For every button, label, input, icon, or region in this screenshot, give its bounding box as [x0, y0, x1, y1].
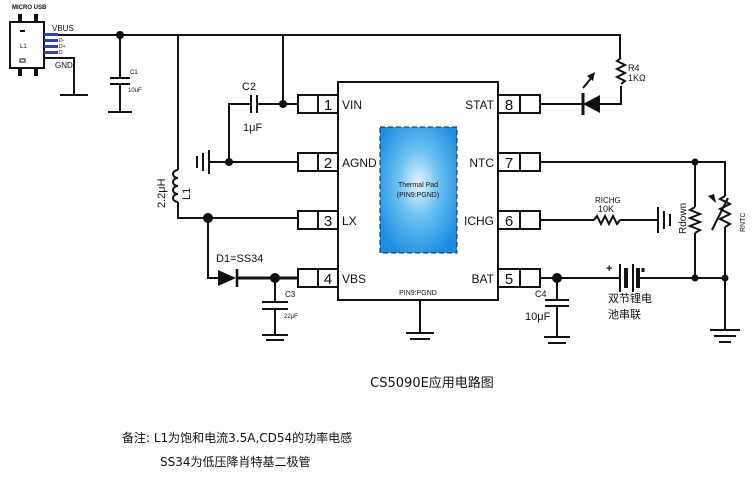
- capacitor-c3: C3 22μF: [262, 278, 298, 341]
- pin-number: 6: [505, 213, 513, 230]
- svg-text:R4: R4: [628, 63, 640, 73]
- svg-text:10K: 10K: [598, 204, 614, 214]
- svg-text:RICHG: RICHG: [595, 196, 621, 205]
- svg-text:C1: C1: [130, 70, 138, 76]
- vbus-label: VBUS: [52, 24, 74, 33]
- thermistor-rntc: [717, 195, 733, 228]
- note-line-1: 备注: L1为饱和电流3.5A,CD54的功率电感: [122, 430, 352, 445]
- svg-text:1μF: 1μF: [243, 122, 262, 134]
- d1-label: D1=SS34: [216, 253, 263, 265]
- pin-name: LX: [342, 214, 357, 228]
- pin-number: 7: [505, 155, 513, 172]
- pin-number: 4: [324, 271, 332, 288]
- capacitor-c2: C2 1μF: [228, 81, 283, 162]
- svg-text:RNTC: RNTC: [740, 213, 747, 232]
- note-line-2: SS34为低压降肖特基二极管: [160, 454, 311, 469]
- pin-name: ICHG: [464, 214, 494, 228]
- svg-text:22μF: 22μF: [284, 314, 298, 320]
- svg-text:10μF: 10μF: [525, 311, 551, 323]
- svg-text:双节锂电: 双节锂电: [608, 291, 652, 305]
- resistor-richg: [593, 213, 621, 227]
- micro-usb-connector: MICRO USB L1 D- D+ D VBUS GND: [9, 5, 88, 96]
- battery: + 双节锂电 池串联: [606, 263, 725, 321]
- pin-box: [297, 268, 319, 288]
- svg-text:C3: C3: [285, 290, 296, 299]
- svg-text:L1: L1: [20, 44, 27, 50]
- svg-text:D+: D+: [59, 44, 66, 50]
- svg-text:Thermal Pad: Thermal Pad: [398, 182, 438, 189]
- pin-name: NTC: [469, 156, 494, 170]
- resistor-r4: [614, 57, 628, 85]
- pin-number: 1: [324, 97, 332, 114]
- vbus-wire: [58, 34, 621, 58]
- pin-number: 8: [505, 97, 513, 114]
- diagram-title: CS5090E应用电路图: [370, 375, 494, 391]
- pin-number: 3: [324, 213, 332, 230]
- svg-text:C4: C4: [535, 289, 547, 299]
- ic-cs5090e: Thermal Pad (PIN9:PGND) PIN9:PGND: [337, 81, 499, 301]
- svg-text:D-: D-: [59, 38, 65, 44]
- resistor-rdown: [687, 206, 703, 234]
- svg-text:D: D: [59, 50, 63, 56]
- led-icon: [583, 95, 600, 113]
- svg-text:+: +: [606, 263, 612, 275]
- pin-box: [297, 152, 319, 172]
- pin9-label: PIN9:PGND: [399, 290, 437, 297]
- inductor-l1: [172, 169, 179, 203]
- svg-text:C2: C2: [242, 81, 256, 93]
- pin-name: AGND: [342, 156, 377, 170]
- capacitor-c4: C4 10μF: [525, 278, 570, 344]
- l1-name: L1: [181, 188, 193, 200]
- pin-box: [297, 210, 319, 230]
- svg-text:1KΩ: 1KΩ: [628, 73, 646, 83]
- gnd-label: GND: [55, 61, 73, 70]
- pin-number: 5: [505, 271, 513, 288]
- svg-text:池串联: 池串联: [608, 308, 641, 321]
- capacitor-c1: C1 10uF: [108, 35, 142, 113]
- svg-text:(PIN9:PGND): (PIN9:PGND): [397, 192, 439, 199]
- pin-name: STAT: [465, 98, 495, 112]
- svg-text:Rdown: Rdown: [678, 203, 689, 234]
- pin-name: BAT: [472, 272, 495, 286]
- pin-name: VBS: [342, 272, 366, 286]
- pin-number: 2: [324, 155, 332, 172]
- pin-box: [297, 94, 319, 114]
- diode-d1: [218, 270, 236, 286]
- svg-text:10uF: 10uF: [128, 88, 142, 94]
- usb-label: MICRO USB: [12, 5, 47, 11]
- thermal-pad: [379, 126, 458, 254]
- pin-name: VIN: [342, 98, 362, 112]
- l1-value: 2.2μH: [156, 178, 168, 208]
